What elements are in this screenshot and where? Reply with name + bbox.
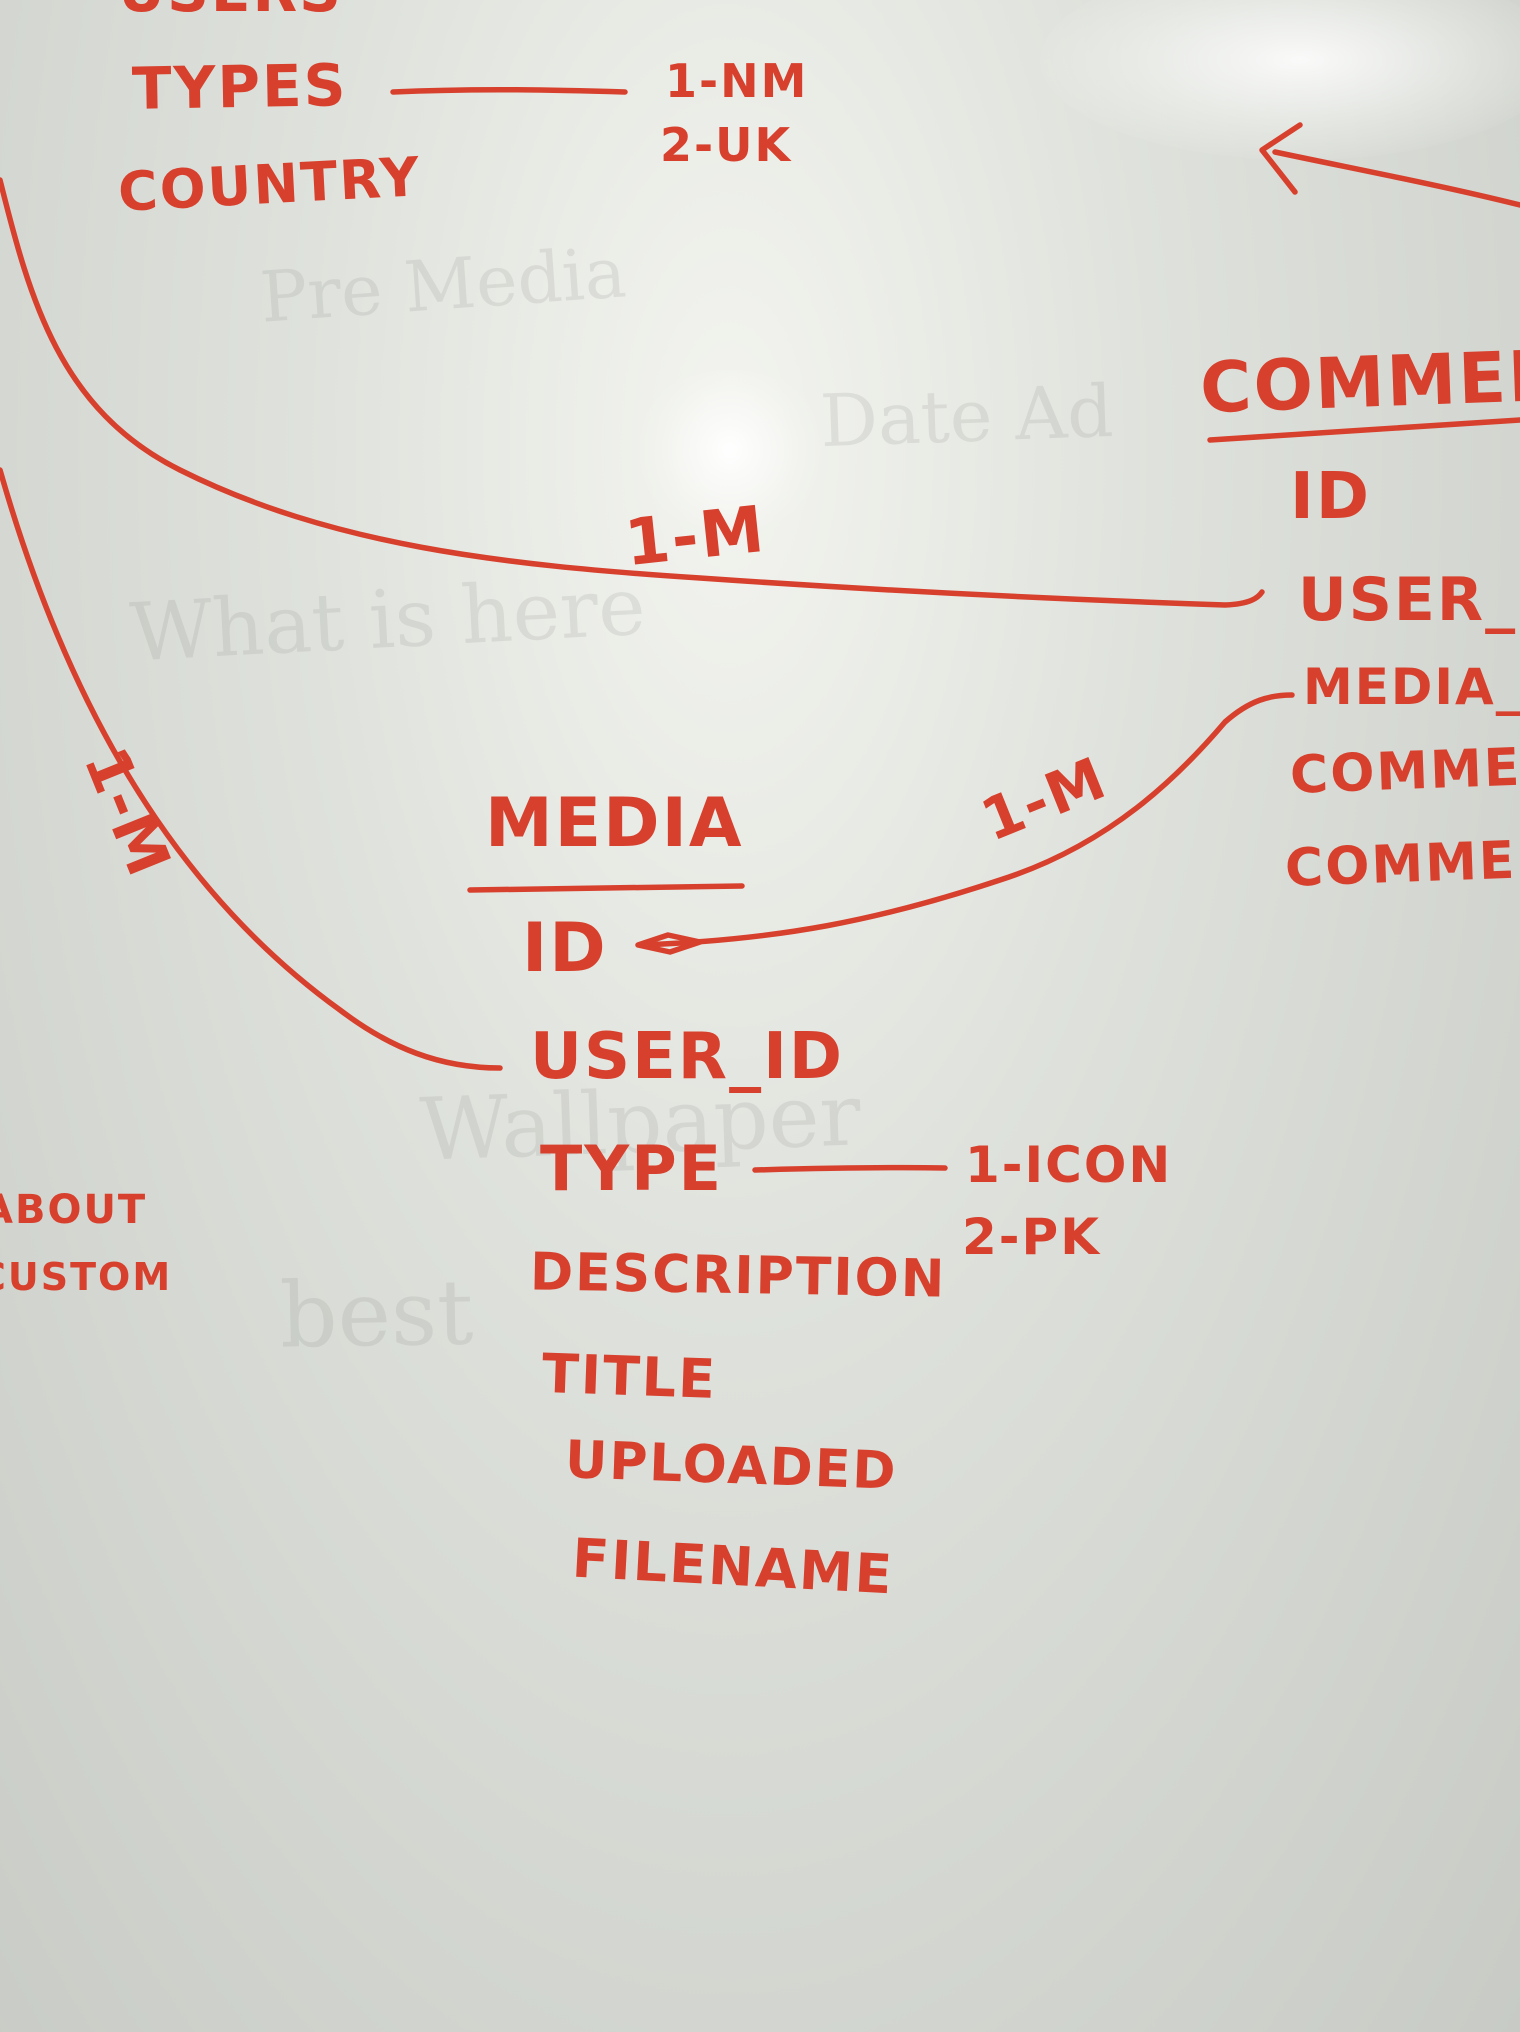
users-to-comments-label: 1-M (621, 492, 770, 582)
users-to-comments-line (0, 177, 1265, 608)
media-field: USER_ID (530, 1020, 844, 1094)
media-field: UPLOADED (564, 1430, 899, 1502)
media-field: FILENAME (570, 1526, 896, 1607)
users-type-value: 2-UK (660, 118, 793, 172)
comments-field: COMMEN (1289, 736, 1520, 806)
media-field: TITLE (540, 1341, 719, 1412)
comments-table-title: COMMENTS (1198, 330, 1520, 430)
media-type-value: 2-PK (962, 1208, 1101, 1266)
media-field: ID (522, 909, 608, 988)
comments-field: COMMEN (1284, 829, 1520, 899)
margin-note: ABOUT (0, 1187, 148, 1233)
margin-note: CUSTOM (0, 1255, 173, 1299)
users-type-value: 1-NM (665, 54, 809, 108)
comments-title-underline (1207, 417, 1520, 443)
types-connector-line (390, 86, 628, 95)
media-id-arrow-head (635, 932, 703, 955)
media-type-connector-line (752, 1164, 948, 1173)
comments-field: MEDIA_ (1303, 658, 1520, 716)
comments-arrow-head (1259, 122, 1303, 195)
users-to-media-line (0, 467, 503, 1071)
media-field: TYPE (540, 1132, 723, 1205)
media-type-value: 1-ICON (965, 1136, 1173, 1194)
comments-arrow-shaft (1272, 149, 1520, 208)
media-field: DESCRIPTION (529, 1242, 947, 1310)
users-field-types: TYPES (131, 51, 349, 123)
media-title-underline (467, 883, 745, 893)
media-to-comments-line (637, 692, 1295, 948)
comments-field: USER_ (1298, 565, 1518, 635)
media-table-title: MEDIA (485, 784, 744, 863)
comments-field: ID (1290, 460, 1371, 534)
users-field-country: COUNTRY (116, 145, 423, 224)
users-table-title: USERS (118, 0, 343, 20)
